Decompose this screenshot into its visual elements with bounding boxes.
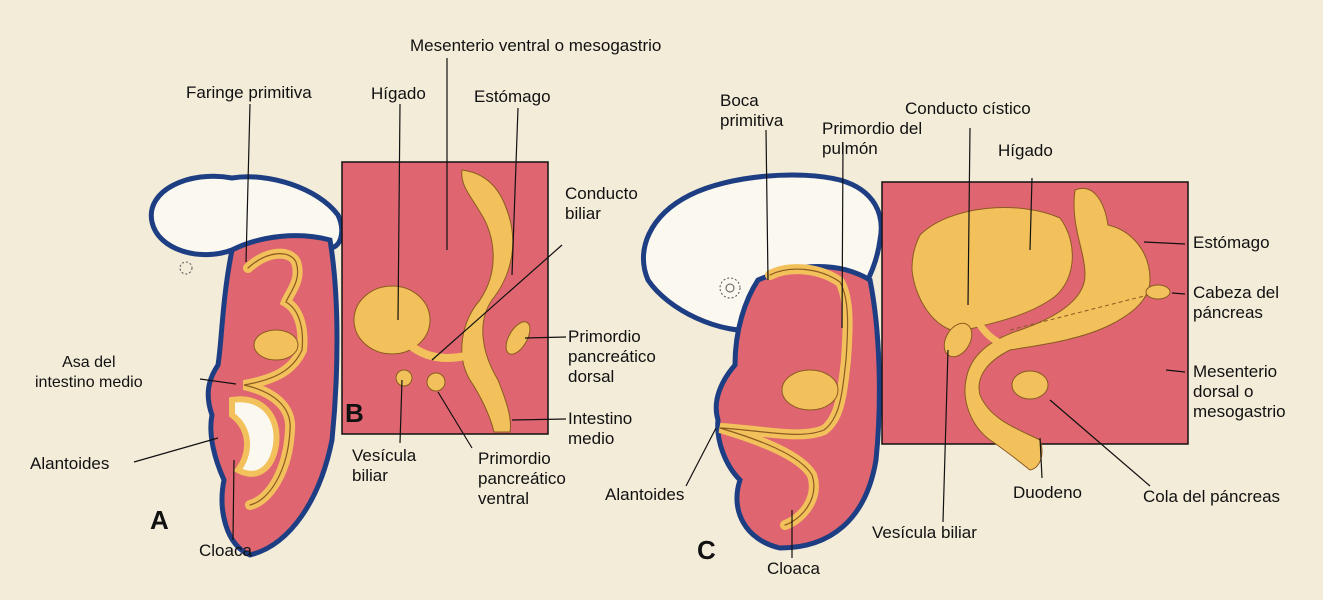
- label-primordio-pulmon: Primordio del pulmón: [822, 119, 922, 159]
- eye-a: [180, 262, 192, 274]
- label-higado-b: Hígado: [371, 84, 426, 104]
- liver-bud-c: [782, 370, 838, 410]
- panel-b: [342, 162, 548, 434]
- label-cloaca-a: Cloaca: [199, 541, 252, 561]
- label-cabeza-pancreas: Cabeza del páncreas: [1193, 283, 1279, 323]
- label-cloaca-c: Cloaca: [767, 559, 820, 579]
- gallbladder-b: [396, 370, 412, 386]
- pancreas-head-c: [1146, 285, 1170, 299]
- pancreas-tail-c: [1012, 371, 1048, 399]
- label-alantoides-c: Alantoides: [605, 485, 684, 505]
- label-faringe-primitiva: Faringe primitiva: [186, 83, 312, 103]
- panel-letter-a: A: [150, 510, 169, 530]
- liver-b: [354, 286, 430, 354]
- panel-letter-c: C: [697, 540, 716, 560]
- label-higado-c: Hígado: [998, 141, 1053, 161]
- panel-c-detail: [882, 182, 1188, 470]
- label-vesicula-biliar-c: Vesícula biliar: [872, 523, 977, 543]
- label-duodeno: Duodeno: [1013, 483, 1082, 503]
- label-mesenterio-ventral: Mesenterio ventral o mesogastrio: [410, 36, 661, 56]
- liver-bud-a: [254, 330, 298, 360]
- ventral-pancreas-b: [427, 373, 445, 391]
- label-conducto-biliar: Conducto biliar: [565, 184, 638, 224]
- label-estomago-b: Estómago: [474, 87, 551, 107]
- label-boca-primitiva: Boca primitiva: [720, 91, 783, 131]
- label-asa-intestino-medio: Asa del intestino medio: [35, 353, 143, 393]
- label-primordio-pancreatico-ventral: Primordio pancreático ventral: [478, 449, 566, 509]
- label-intestino-medio-b: Intestino medio: [568, 409, 632, 449]
- panel-letter-b: B: [345, 403, 364, 423]
- label-primordio-pancreatico-dorsal: Primordio pancreático dorsal: [568, 327, 656, 387]
- label-cola-pancreas: Cola del páncreas: [1143, 487, 1280, 507]
- label-estomago-c: Estómago: [1193, 233, 1270, 253]
- label-alantoides-a: Alantoides: [30, 454, 109, 474]
- label-vesicula-biliar-b: Vesícula biliar: [352, 446, 416, 486]
- label-mesenterio-dorsal: Mesenterio dorsal o mesogastrio: [1193, 362, 1286, 422]
- label-conducto-cistico: Conducto cístico: [905, 99, 1031, 119]
